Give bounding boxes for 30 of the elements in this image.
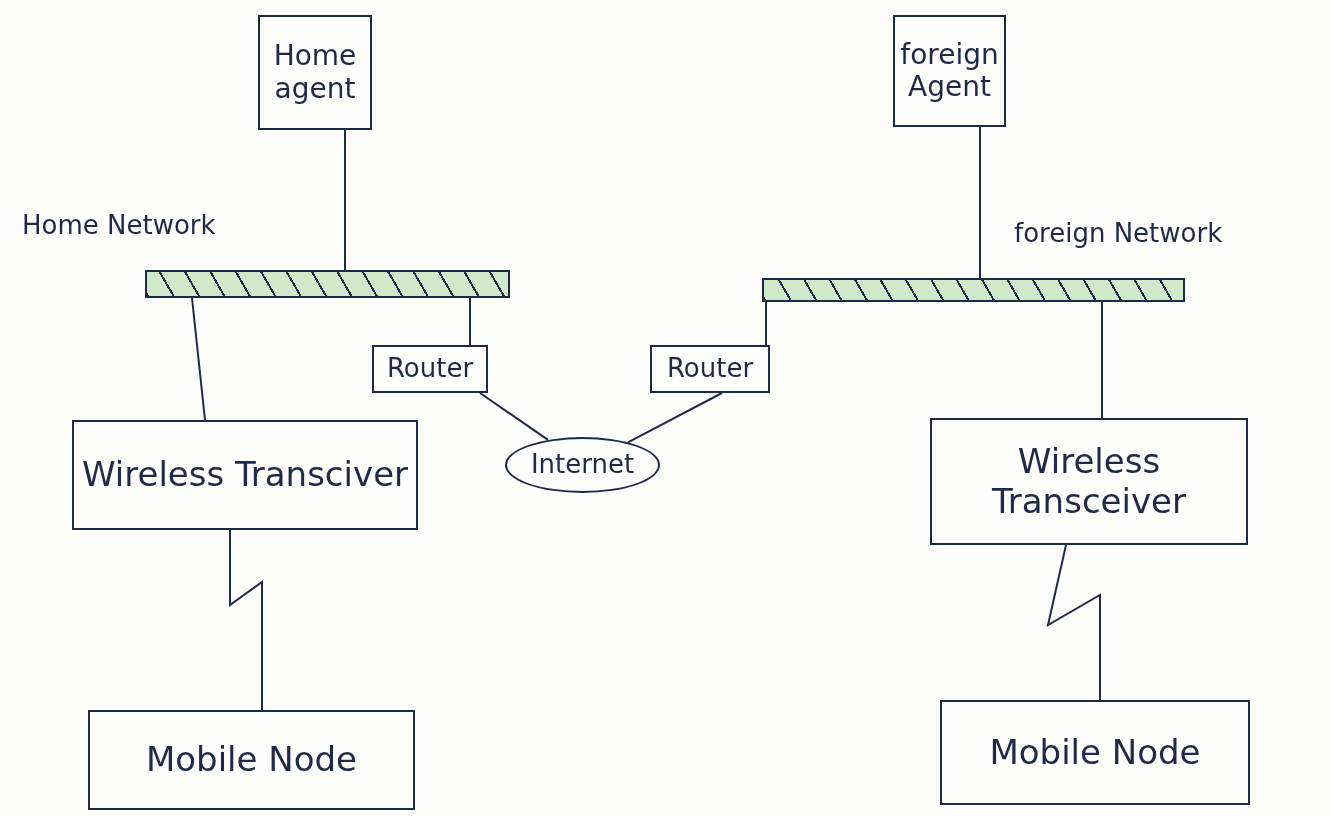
connector-line bbox=[1101, 301, 1103, 419]
connector-line bbox=[765, 301, 767, 346]
node-box bbox=[258, 15, 372, 130]
node-label: Wireless Transciver bbox=[81, 455, 409, 495]
node-box bbox=[940, 700, 1250, 805]
connector-line bbox=[627, 392, 723, 444]
node-label: Mobile Node bbox=[989, 732, 1201, 773]
node-box bbox=[930, 418, 1248, 545]
connector-line bbox=[979, 126, 981, 279]
wireless-link bbox=[1046, 544, 1101, 701]
connector-line bbox=[344, 129, 346, 271]
node-label: Home agent bbox=[272, 40, 358, 105]
wireless-link bbox=[229, 529, 263, 711]
connector-line bbox=[479, 392, 549, 441]
node-label: Router bbox=[666, 354, 754, 384]
node-box bbox=[893, 15, 1006, 127]
network-label: Home Network bbox=[22, 210, 216, 240]
node-label: Internet bbox=[530, 450, 635, 480]
node-box bbox=[88, 710, 415, 810]
connector-line bbox=[191, 297, 206, 421]
node-label: Router bbox=[386, 354, 474, 384]
node-box bbox=[372, 345, 488, 393]
connector-line bbox=[469, 297, 471, 346]
node-label: Wireless Transceiver bbox=[991, 442, 1187, 521]
node-box bbox=[650, 345, 770, 393]
cloud-ellipse bbox=[505, 437, 660, 493]
network-label: foreign Network bbox=[1014, 218, 1223, 248]
node-label: foreign Agent bbox=[899, 38, 1000, 104]
node-label: Mobile Node bbox=[145, 740, 358, 780]
node-box bbox=[72, 420, 418, 530]
